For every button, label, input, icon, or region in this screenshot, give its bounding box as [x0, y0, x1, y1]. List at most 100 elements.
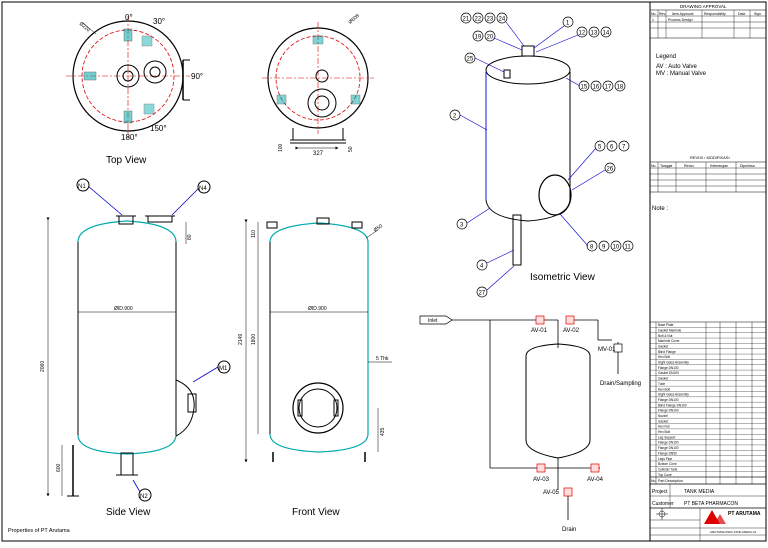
isometric-view: 21 22 23 24 1 19 20 12 13 14 25 15 16 17…: [449, 12, 634, 298]
approval-h5: Sign: [754, 12, 761, 16]
pid-diagram: Inlet AV-01 AV-02 MV-01 Drain/Sampling A…: [419, 315, 641, 533]
part-row-label: Sight Glass Assembly: [658, 393, 689, 397]
legend-mv: MV : Manual Valve: [656, 71, 707, 77]
pid-inlet: Inlet: [428, 318, 438, 324]
balloon: 12: [579, 31, 586, 37]
nozzle-m1: M1: [219, 366, 228, 372]
pid-drain: Drain: [562, 527, 576, 533]
front-top-dim: 110: [251, 230, 257, 238]
balloon: 21: [463, 17, 470, 23]
balloon: 14: [603, 31, 610, 37]
nozzle-n1: N1: [78, 184, 86, 190]
approval-h1: Rev.: [659, 12, 666, 16]
balloon: 24: [499, 17, 506, 23]
approval-r1-no: 1: [652, 18, 654, 22]
legend-av: AV : Auto Valve: [656, 64, 697, 70]
approval-h3: Responsibility: [704, 12, 726, 16]
part-row-label: Sight Glass Assembly: [658, 361, 689, 365]
part-row-label: Gasket: [658, 345, 668, 349]
angle-90: 90°: [191, 72, 203, 81]
balloon: 17: [605, 85, 612, 91]
part-row-label: Gasket: [658, 377, 668, 381]
customer-value: PT BETA PHARMACON: [684, 501, 738, 507]
part-row-label: Tube: [658, 382, 665, 386]
top-dim-d3: 327: [313, 151, 324, 157]
rev-h1: Tanggal: [660, 164, 672, 168]
parts-header-no: No: [651, 479, 656, 483]
part-row-label: Blind Flange: [658, 350, 676, 354]
top-dim-d4: 100: [278, 143, 284, 152]
side-n4-dim: 80: [187, 234, 193, 240]
iso-balloons: 21 22 23 24 1 19 20 12 13 14 25 15 16 17…: [449, 12, 634, 298]
company-name: PT ARUTAMA: [728, 511, 761, 517]
approval-h4: Date: [738, 12, 745, 16]
balloon: 8: [590, 245, 594, 251]
nozzle-n2: N2: [140, 494, 148, 500]
pid-av04: AV-04: [587, 477, 604, 483]
part-row-label: Gasket Manhole: [658, 328, 681, 332]
balloon: 11: [625, 245, 632, 251]
note-label: Note :: [652, 206, 668, 212]
angle-30: 30°: [153, 17, 165, 26]
balloon: 22: [475, 17, 482, 23]
rev-h2: Revisi: [684, 164, 694, 168]
rev-h3: Keterangan: [710, 164, 728, 168]
part-row-label: Flange DN100: [658, 409, 679, 413]
angle-180: 180°: [121, 133, 138, 142]
top-dim-d2: Ø608: [347, 13, 360, 26]
balloon: 9: [602, 245, 606, 251]
front-dia: ØID.900: [308, 306, 327, 312]
pid-av02: AV-02: [563, 328, 580, 334]
part-row-label: Legs Pipe: [658, 457, 672, 461]
pid-drain-sampling: Drain/Sampling: [600, 381, 641, 387]
pid-av01: AV-01: [531, 328, 548, 334]
pid-av05: AV-05: [543, 490, 560, 496]
approval-title: DRAWING APPROVAL: [680, 4, 727, 9]
part-row-label: Nozzle: [658, 414, 668, 418]
title-block: DRAWING APPROVAL No. Rev. Item Approval …: [649, 2, 767, 542]
part-row-label: Flange DN100: [658, 366, 679, 370]
angle-0: 0°: [125, 13, 133, 22]
rev-h0: No.: [651, 164, 656, 168]
footer-properties: Properties of PT Arutama: [8, 528, 71, 534]
nozzle-n4: N4: [199, 186, 207, 192]
side-h-leg: 600: [56, 463, 62, 472]
balloon: 3: [460, 223, 464, 229]
balloon: 7: [622, 145, 626, 151]
balloon: 16: [593, 85, 600, 91]
part-row-label: Flange DN100: [658, 398, 679, 402]
isometric-view-title: Isometric View: [530, 272, 596, 283]
side-h-total: 2060: [40, 361, 46, 372]
balloon: 20: [487, 35, 494, 41]
pid-mv01: MV-01: [598, 347, 616, 353]
part-row-label: Flange DN100: [658, 446, 679, 450]
part-row-label: Hex Bolt: [658, 387, 670, 391]
top-view-2: 327 100 50 Ø608: [262, 13, 374, 157]
part-row-label: Bolt & Nut: [658, 334, 672, 338]
balloon: 6: [610, 145, 614, 151]
part-row-label: Flange DN100: [658, 441, 679, 445]
company-logo: [704, 510, 720, 524]
front-h-manhole: 435: [380, 427, 386, 436]
balloon: 5: [598, 145, 602, 151]
approval-r1-item: Process Design: [668, 18, 693, 22]
pid-av03: AV-03: [533, 477, 550, 483]
drawing-number: ARUTAMA-DWG-TANK-MEDIA-01: [710, 530, 757, 534]
approval-h2: Item Approval: [672, 12, 694, 16]
balloon: 2: [453, 114, 457, 120]
balloon: 15: [581, 85, 588, 91]
front-h-total: 2149: [238, 334, 244, 345]
part-row-label: Gasket: [658, 419, 668, 423]
balloon: 13: [591, 31, 598, 37]
front-h-shell: 1800: [251, 334, 257, 345]
balloon: 19: [475, 35, 482, 41]
top-view-title: Top View: [106, 155, 147, 166]
part-row-label: Gasket DN100: [658, 371, 679, 375]
part-row-label: Hex Bolt: [658, 355, 670, 359]
legend-title: Legend: [656, 54, 676, 60]
project-value: TANK MEDIA: [684, 489, 715, 495]
approval-h0: No.: [651, 12, 656, 16]
